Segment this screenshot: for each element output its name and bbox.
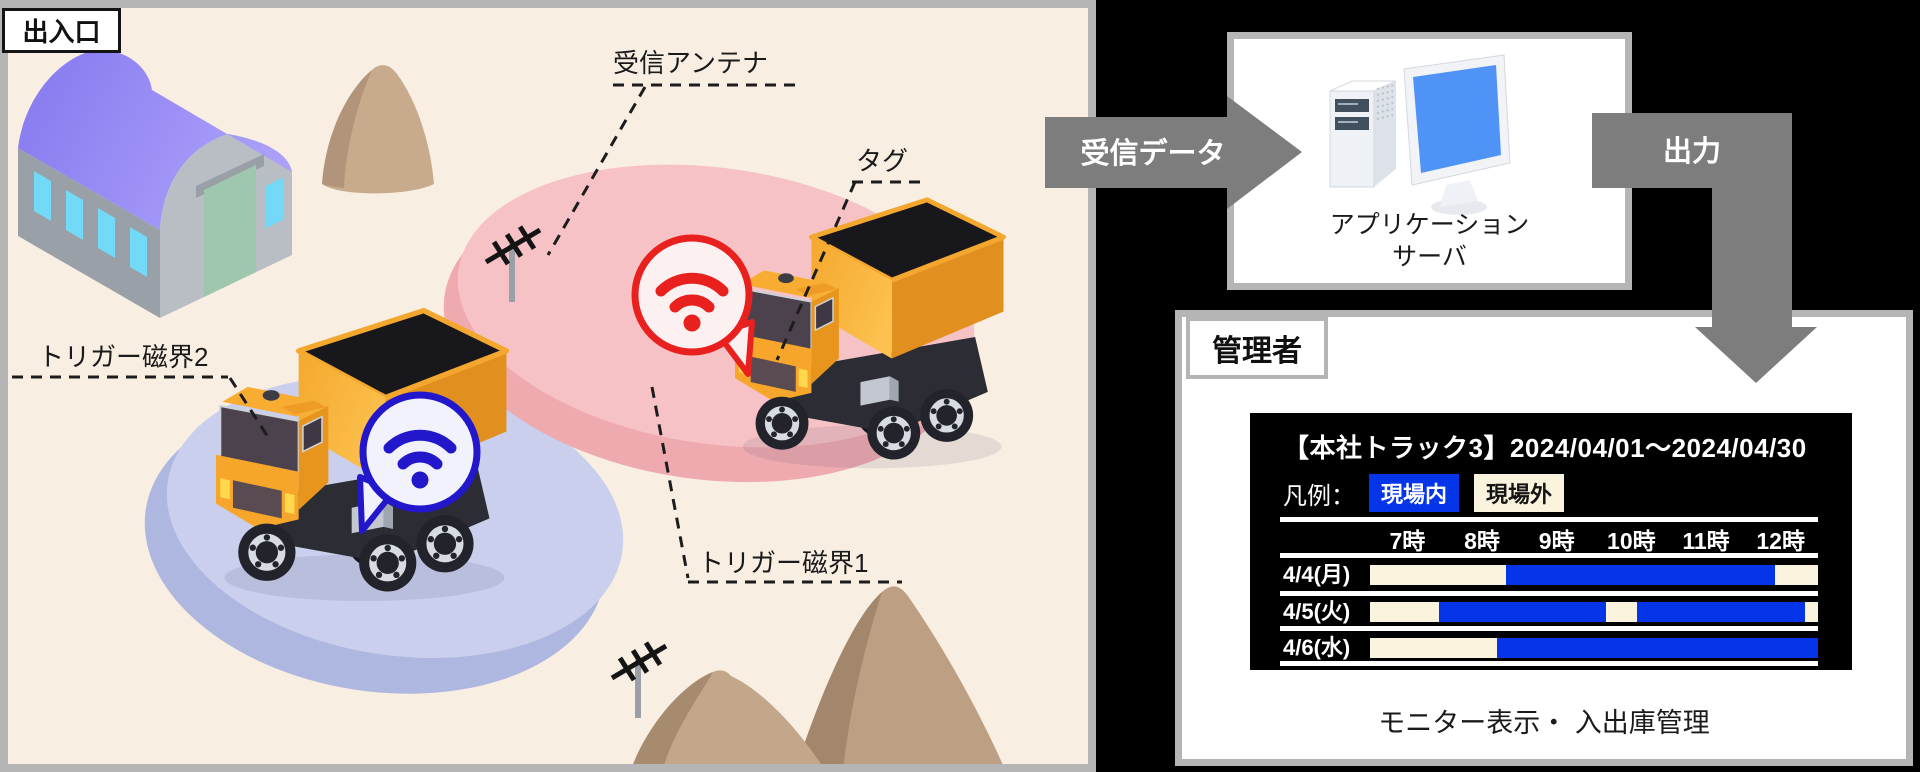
- wifi-tag-icon-red: [631, 234, 755, 377]
- sand-pile-icon: [322, 65, 434, 194]
- time-tick-label: 10時: [1607, 528, 1656, 554]
- output-arrow: 出力: [1592, 113, 1817, 383]
- gantt-row-track: [1370, 638, 1818, 658]
- tag-label: タグ: [856, 146, 908, 176]
- application-server-box: アプリケーション サーバ: [1227, 32, 1632, 290]
- time-tick-label: 12時: [1756, 528, 1805, 554]
- gantt-segment-現場外: [1805, 602, 1818, 622]
- receiving-antenna-icon-bottom: [612, 643, 666, 718]
- output-arrow-label: 出力: [1663, 135, 1721, 168]
- time-tick-label: 11時: [1682, 528, 1730, 554]
- gantt-row-label: 4/6(水): [1283, 635, 1351, 660]
- received-data-arrow-label: 受信データ: [1080, 136, 1225, 170]
- time-tick-label: 8時: [1464, 528, 1500, 554]
- gantt-segment-現場外: [1774, 565, 1818, 585]
- gantt-segment-現場外: [1370, 565, 1507, 585]
- server-tower-icon: [1329, 80, 1397, 188]
- gantt-segment-現場内: [1438, 602, 1607, 622]
- gantt-segment-現場内: [1637, 602, 1805, 622]
- manager-panel: 管理者 【本社トラック3】2024/04/01～2024/04/30 凡例： 現…: [1175, 310, 1913, 766]
- trigger-field-2-label: トリガー磁界2: [38, 342, 208, 372]
- antenna-label: 受信アンテナ: [613, 48, 768, 78]
- gantt-segment-現場内: [1496, 638, 1818, 658]
- gantt-row-track: [1370, 565, 1818, 585]
- time-axis: 7時 8時 9時 10時 11時 12時: [1370, 522, 1818, 556]
- legend-row: 凡例： 現場内現場外: [1283, 474, 1579, 512]
- server-caption: アプリケーション サーバ: [1234, 209, 1625, 273]
- site-illustration: 受信アンテナ タグ トリガー磁界2 トリガー磁界1: [12, 48, 1088, 764]
- gantt-row-label: 4/4(月): [1283, 562, 1351, 587]
- legend-label: 凡例：: [1283, 482, 1355, 510]
- gantt-segment-現場外: [1370, 602, 1439, 622]
- gantt-segment-現場外: [1370, 638, 1497, 658]
- manager-label: 管理者: [1186, 317, 1328, 379]
- monitor-title: 【本社トラック3】2024/04/01～2024/04/30: [1283, 433, 1807, 463]
- gantt-row-label: 4/5(火): [1283, 599, 1351, 624]
- time-tick-label: 7時: [1389, 528, 1426, 554]
- time-tick-label: 9時: [1538, 528, 1575, 554]
- mound-icons: [633, 586, 1003, 764]
- site-illustration-panel: 受信アンテナ タグ トリガー磁界2 トリガー磁界1: [0, 0, 1096, 772]
- server-icons: [1329, 54, 1511, 215]
- grid-line: [1280, 591, 1818, 596]
- gantt-row-track: [1370, 602, 1818, 622]
- grid-line: [1280, 626, 1818, 631]
- wifi-tag-icon-blue: [357, 391, 481, 534]
- monitor-screen: 【本社トラック3】2024/04/01～2024/04/30 凡例： 現場内現場…: [1250, 413, 1852, 670]
- gantt-segment-現場外: [1606, 602, 1637, 622]
- grid-line: [1280, 553, 1818, 558]
- entrance-exit-label: 出入口: [2, 8, 121, 53]
- legend-badges: 現場内現場外: [1369, 474, 1579, 512]
- legend-badge: 現場外: [1474, 474, 1565, 512]
- server-caption-line1: アプリケーション: [1329, 211, 1530, 239]
- received-data-arrow: 受信データ: [1045, 96, 1302, 209]
- warehouse-icon: [18, 50, 292, 318]
- manager-caption: モニター表示・ 入出庫管理: [1378, 708, 1710, 738]
- trigger-field-1-label: トリガー磁界1: [698, 548, 868, 578]
- gantt-segment-現場内: [1506, 565, 1775, 585]
- leader-lines: [12, 83, 922, 584]
- server-caption-line2: サーバ: [1392, 243, 1467, 271]
- legend-badge: 現場内: [1369, 474, 1460, 512]
- grid-line: [1280, 661, 1818, 666]
- monitor-icon: [1403, 54, 1511, 215]
- grid-line: [1280, 517, 1818, 522]
